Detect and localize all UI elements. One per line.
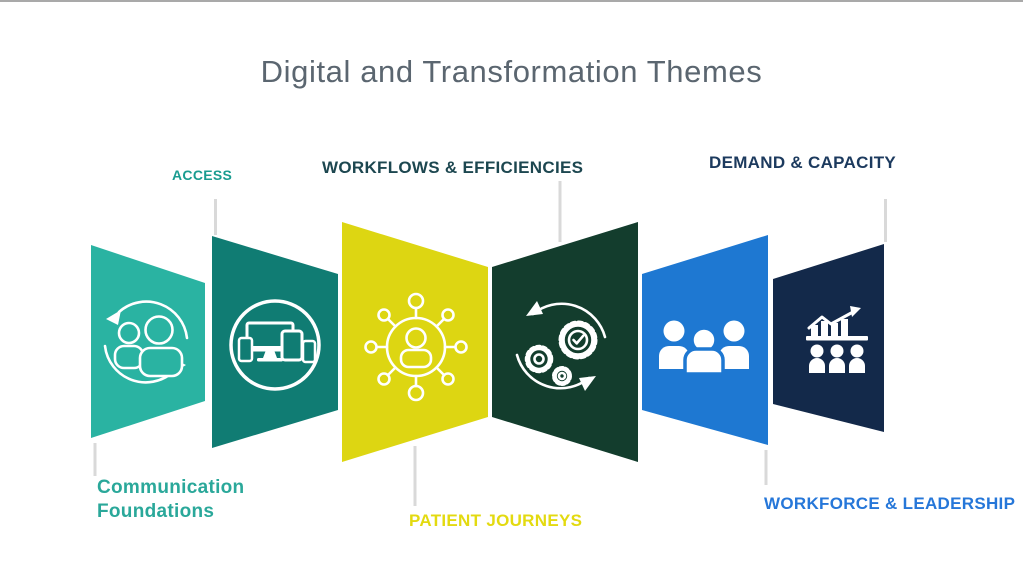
panel-label-communication-foundations: Communication Foundations xyxy=(97,477,245,523)
panel-communication-foundations xyxy=(91,245,205,438)
gear-small xyxy=(552,366,572,386)
people-group-icon xyxy=(659,320,749,376)
panel-label-workflows-efficiencies: WORKFLOWS & EFFICIENCIES xyxy=(322,158,584,177)
page-title: Digital and Transformation Themes xyxy=(260,54,763,89)
panel-label-demand-capacity: DEMAND & CAPACITY xyxy=(709,153,897,172)
gear-large xyxy=(558,320,598,360)
panel-patient-journeys xyxy=(342,222,488,462)
panel-label-access: ACCESS xyxy=(172,167,233,183)
connector-lines xyxy=(93,181,887,506)
patient-network-icon xyxy=(364,292,468,402)
gear-medium xyxy=(524,344,554,374)
panel-access xyxy=(212,236,338,448)
panel-label-workforce-leadership: WORKFORCE & LEADERSHIP xyxy=(764,494,1016,513)
panel-label-patient-journeys: PATIENT JOURNEYS xyxy=(409,511,583,530)
devices-icon xyxy=(229,299,321,391)
panel-workflows-efficiencies xyxy=(492,222,638,462)
people-sync-icon xyxy=(103,300,189,384)
process-gears-icon xyxy=(515,301,607,391)
growth-team-icon xyxy=(806,306,868,373)
